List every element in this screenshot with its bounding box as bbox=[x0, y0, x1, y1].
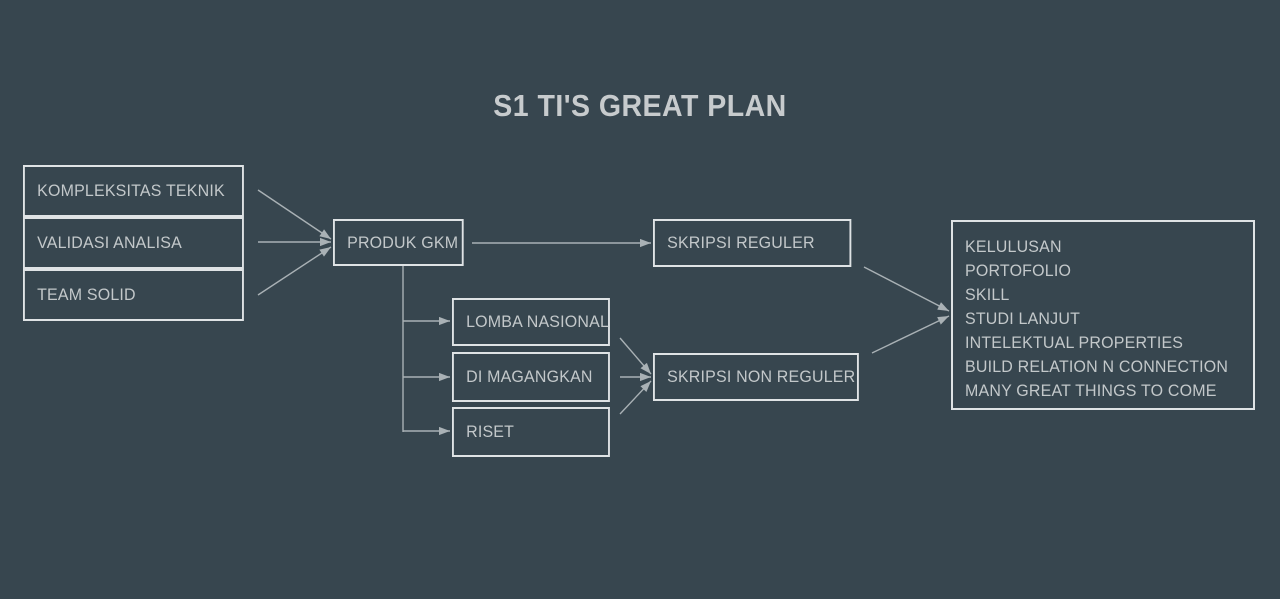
node-label: PRODUK GKM bbox=[347, 232, 459, 252]
outcome-item: BUILD RELATION N CONNECTION bbox=[965, 357, 1229, 376]
node-label: DI MAGANGKAN bbox=[466, 367, 593, 386]
node-team-solid[interactable]: TEAM SOLID bbox=[23, 269, 244, 321]
edge-skripsi-non-to-outcomes bbox=[871, 315, 950, 354]
node-riset[interactable]: RISET bbox=[452, 407, 610, 457]
node-skripsi-non-reguler[interactable]: SKRIPSI NON REGULER bbox=[653, 353, 859, 401]
edge-teamsolid-to-produk bbox=[257, 246, 332, 296]
node-outcomes[interactable]: KELULUSAN PORTOFOLIO SKILL STUDI LANJUT … bbox=[951, 220, 1255, 410]
node-label: SKRIPSI REGULER bbox=[667, 233, 815, 252]
outcome-item: INTELEKTUAL PROPERTIES bbox=[965, 333, 1184, 352]
outcome-item: PORTOFOLIO bbox=[965, 261, 1072, 280]
edge-skripsi-reguler-to-outcomes bbox=[863, 266, 950, 312]
node-produk-gkm[interactable]: PRODUK GKM bbox=[333, 219, 464, 266]
node-kompleksitas-teknik[interactable]: KOMPLEKSITAS TEKNIK bbox=[23, 165, 244, 217]
node-di-magangkan[interactable]: DI MAGANGKAN bbox=[452, 352, 610, 402]
node-label: RISET bbox=[466, 422, 515, 441]
outcome-item: MANY GREAT THINGS TO COME bbox=[965, 381, 1217, 400]
node-label: KOMPLEKSITAS TEKNIK bbox=[37, 181, 225, 200]
page-title: S1 TI'S GREAT PLAN bbox=[493, 88, 787, 123]
edge-kompleksitas-to-produk bbox=[257, 189, 332, 240]
node-label: VALIDASI ANALISA bbox=[37, 233, 182, 252]
node-lomba-nasional[interactable]: LOMBA NASIONAL bbox=[452, 298, 610, 346]
outcome-item: KELULUSAN bbox=[965, 237, 1062, 256]
node-validasi-analisa[interactable]: VALIDASI ANALISA bbox=[23, 217, 244, 269]
outcome-item: SKILL bbox=[965, 285, 1010, 304]
node-label: LOMBA NASIONAL bbox=[466, 312, 610, 331]
outcome-item: STUDI LANJUT bbox=[965, 309, 1081, 328]
node-skripsi-reguler[interactable]: SKRIPSI REGULER bbox=[653, 219, 852, 267]
node-label: SKRIPSI NON REGULER bbox=[667, 367, 856, 386]
node-label: TEAM SOLID bbox=[37, 285, 136, 304]
edge-riset-to-skripsi-non bbox=[619, 380, 652, 415]
edge-lomba-to-skripsi-non bbox=[619, 337, 652, 375]
